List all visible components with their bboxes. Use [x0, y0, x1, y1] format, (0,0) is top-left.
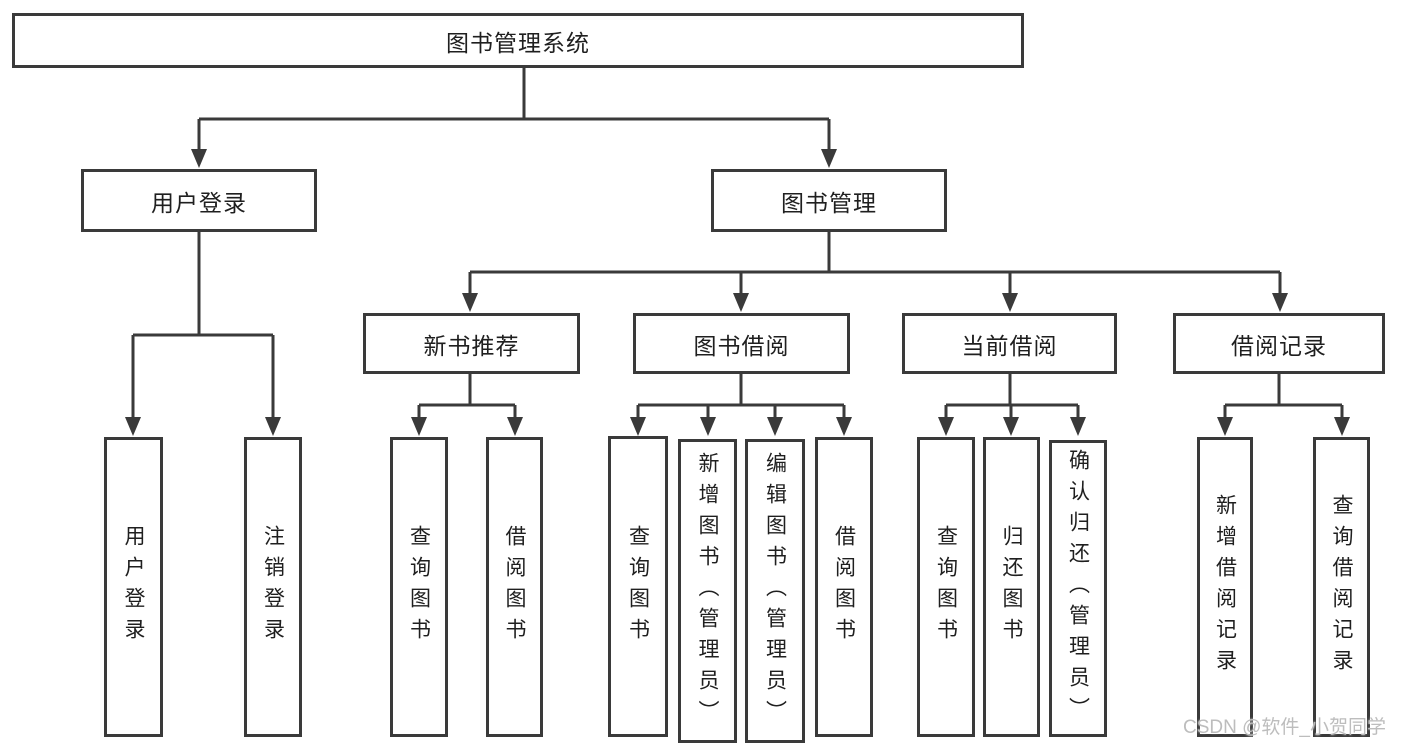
leaf-query-books-current: 查询图书 [917, 437, 975, 737]
leaf-add-book-admin: 新增图书（管理员） [678, 439, 737, 743]
node-user-login: 用户登录 [81, 169, 317, 232]
leaf-add-borrow-record: 新增借阅记录 [1197, 437, 1253, 737]
node-root: 图书管理系统 [12, 13, 1024, 68]
watermark-text: CSDN @软件_小贺同学 [1183, 717, 1386, 738]
leaf-edit-book-admin: 编辑图书（管理员） [745, 439, 805, 743]
leaf-borrow-books-recommend: 借阅图书 [486, 437, 543, 737]
connector-book-borrow-to-leaves [630, 374, 852, 436]
node-new-book-recommend: 新书推荐 [363, 313, 580, 374]
connector-book-management-to-level2 [462, 232, 1288, 312]
leaf-query-books-borrow: 查询图书 [608, 436, 668, 737]
connector-root-to-level1 [191, 68, 837, 168]
leaf-query-books-recommend: 查询图书 [390, 437, 448, 737]
connector-new-book-to-leaves [411, 374, 523, 436]
leaf-logout: 注销登录 [244, 437, 302, 737]
leaf-confirm-return-admin: 确认归还（管理员） [1049, 440, 1107, 737]
connector-borrow-records-to-leaves [1217, 374, 1350, 436]
node-book-management: 图书管理 [711, 169, 947, 232]
leaf-query-borrow-record: 查询借阅记录 [1313, 437, 1370, 737]
node-current-borrow: 当前借阅 [902, 313, 1117, 374]
node-borrow-records: 借阅记录 [1173, 313, 1385, 374]
leaf-borrow-books: 借阅图书 [815, 437, 873, 737]
node-book-borrow: 图书借阅 [633, 313, 850, 374]
leaf-return-book: 归还图书 [983, 437, 1040, 737]
connector-current-borrow-to-leaves [938, 374, 1086, 436]
connector-user-login-to-leaves [125, 232, 281, 436]
leaf-user-login: 用户登录 [104, 437, 163, 737]
